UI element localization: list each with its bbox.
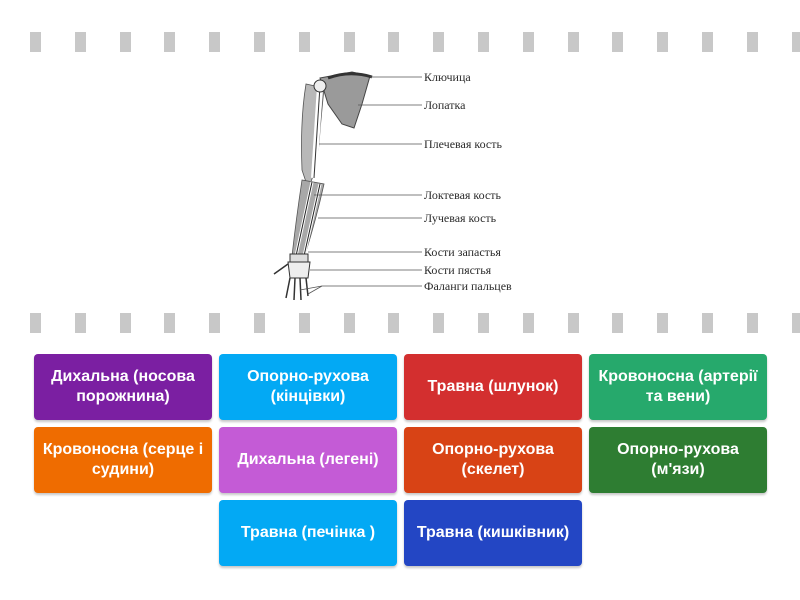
divider-dash xyxy=(120,313,131,333)
tile-digestive-intestine[interactable]: Травна (кишківник) xyxy=(404,500,582,566)
divider-dash xyxy=(792,32,800,52)
divider-dash xyxy=(164,313,175,333)
divider-dash xyxy=(523,313,534,333)
finger-2 xyxy=(293,277,296,301)
label-carpals: Кости запастья xyxy=(424,245,501,259)
ulna xyxy=(295,181,313,257)
finger-1 xyxy=(285,277,291,299)
divider-dash xyxy=(164,32,175,52)
divider-dash xyxy=(657,313,668,333)
divider-dash xyxy=(792,313,800,333)
label-radius: Лучевая кость xyxy=(424,211,497,225)
label-ulna: Локтевая кость xyxy=(424,188,501,202)
divider-dash xyxy=(299,32,310,52)
divider-dash xyxy=(209,32,220,52)
divider-dash xyxy=(344,32,355,52)
divider-dash xyxy=(433,313,444,333)
tile-musculoskeletal-limbs[interactable]: Опорно-рухова (кінцівки) xyxy=(219,354,397,420)
scapula xyxy=(319,71,371,129)
tile-circulatory-vessels[interactable]: Кровоносна (артерії та вени) xyxy=(589,354,767,420)
divider-dash xyxy=(568,313,579,333)
top-dashed-divider xyxy=(0,32,800,54)
divider-dash xyxy=(254,32,265,52)
divider-dash xyxy=(612,32,623,52)
divider-dash xyxy=(478,32,489,52)
divider-dash xyxy=(299,313,310,333)
arm-skeleton-drawing xyxy=(273,71,422,301)
divider-dash xyxy=(75,32,86,52)
tile-musculoskeletal-skeleton[interactable]: Опорно-рухова (скелет) xyxy=(404,427,582,493)
humerus xyxy=(313,85,321,179)
leader-lines xyxy=(299,76,422,295)
metacarpals xyxy=(287,261,311,279)
carpals xyxy=(289,253,309,263)
finger-3 xyxy=(299,277,302,301)
clavicle xyxy=(327,72,373,80)
label-phalanges: Фаланги пальцев xyxy=(424,279,512,293)
divider-dash xyxy=(30,32,41,52)
divider-dash xyxy=(657,32,668,52)
divider-dash xyxy=(388,32,399,52)
divider-dash xyxy=(612,313,623,333)
divider-dash xyxy=(747,313,758,333)
divider-dash xyxy=(568,32,579,52)
divider-dash xyxy=(209,313,220,333)
divider-dash xyxy=(254,313,265,333)
divider-dash xyxy=(344,313,355,333)
radius xyxy=(303,183,321,257)
divider-dash xyxy=(120,32,131,52)
divider-dash xyxy=(478,313,489,333)
divider-dash xyxy=(702,32,713,52)
divider-dash xyxy=(30,313,41,333)
arm-skeleton-diagram: Ключица Лопатка Плечевая кость Локтевая … xyxy=(262,60,562,305)
divider-dash xyxy=(523,32,534,52)
label-scapula: Лопатка xyxy=(424,98,466,112)
label-clavicle: Ключица xyxy=(424,70,471,84)
divider-dash xyxy=(747,32,758,52)
thumb xyxy=(273,263,289,275)
tile-respiratory-lungs[interactable]: Дихальна (легені) xyxy=(219,427,397,493)
tile-circulatory-heart[interactable]: Кровоносна (серце і судини) xyxy=(34,427,212,493)
divider-dash xyxy=(75,313,86,333)
tile-musculoskeletal-muscles[interactable]: Опорно-рухова (м'язи) xyxy=(589,427,767,493)
label-humerus: Плечевая кость xyxy=(424,137,502,151)
divider-dash xyxy=(388,313,399,333)
tile-digestive-liver[interactable]: Травна (печінка ) xyxy=(219,500,397,566)
finger-4 xyxy=(305,277,309,297)
divider-dash xyxy=(702,313,713,333)
tile-digestive-stomach[interactable]: Травна (шлунок) xyxy=(404,354,582,420)
middle-dashed-divider xyxy=(0,313,800,335)
label-metacarpals: Кости пястья xyxy=(424,263,492,277)
divider-dash xyxy=(433,32,444,52)
tile-respiratory-nasal[interactable]: Дихальна (носова порожнина) xyxy=(34,354,212,420)
